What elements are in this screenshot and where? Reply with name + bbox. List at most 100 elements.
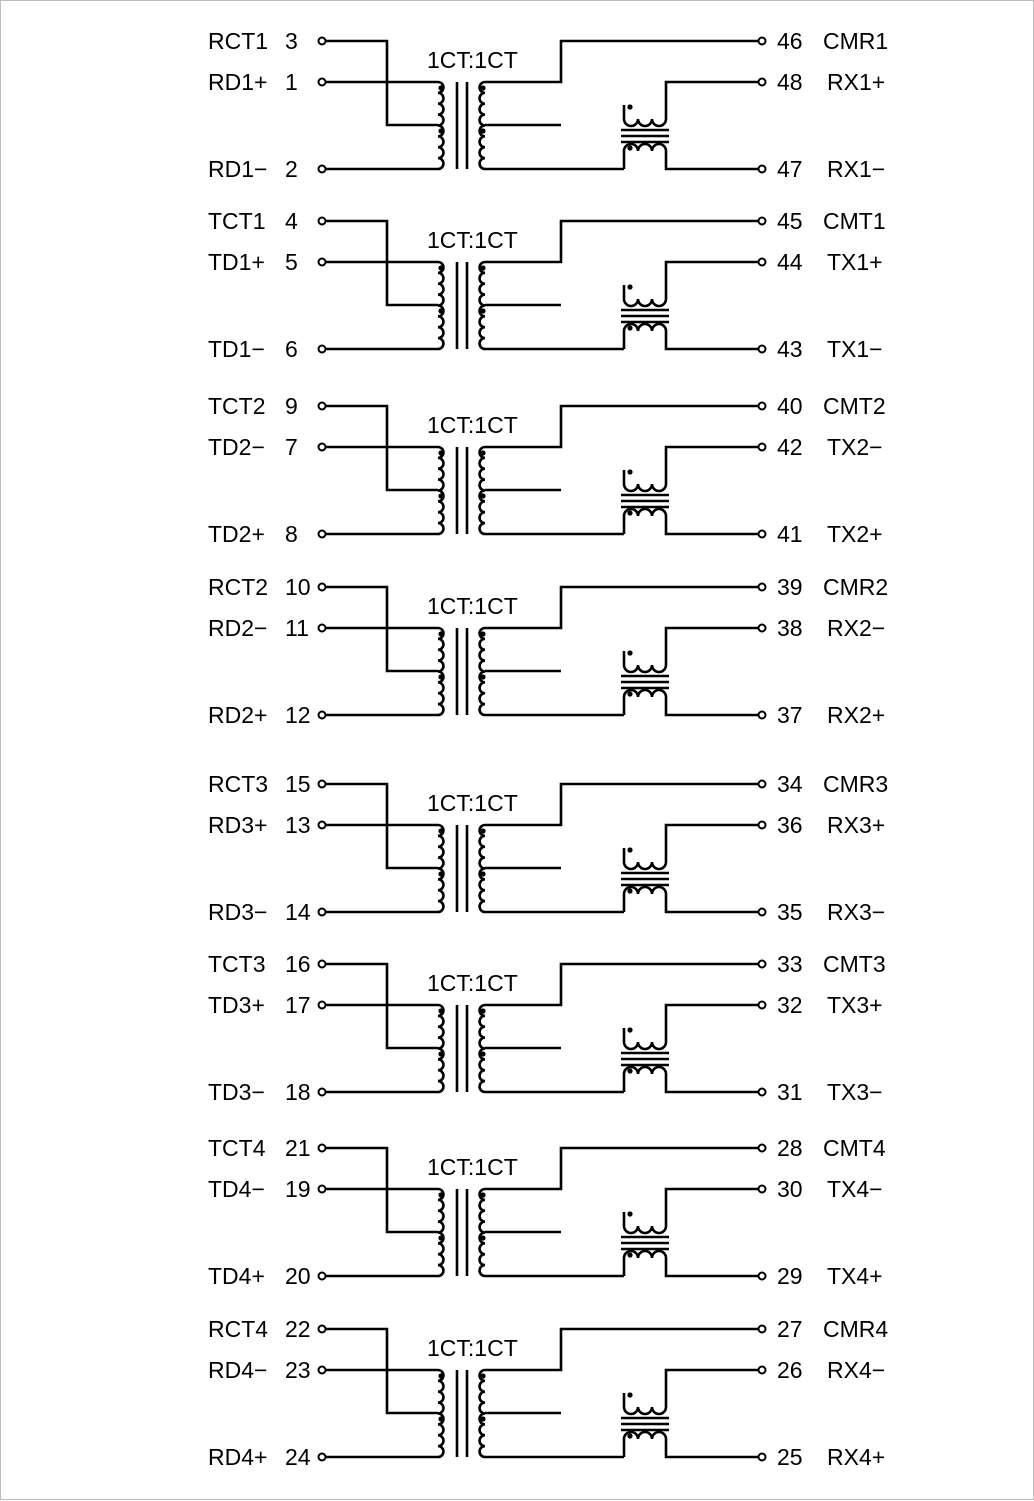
- block-8-right-pin-terminal-1: [757, 1324, 767, 1334]
- block-7-right-bot-name: TX4+: [827, 1263, 883, 1289]
- block-2-right-ct-wire-a: [485, 219, 759, 264]
- block-6-dot-primary-mid: [438, 1051, 444, 1057]
- block-4-right-mid-wire: [664, 626, 759, 665]
- block-5-dot-cmc-top: [627, 847, 633, 853]
- block-4-dot-secondary-top: [480, 631, 486, 637]
- block-8-right-bot-pin-number: 25: [777, 1444, 803, 1470]
- block-1-left-mid-name: RD1+: [208, 69, 267, 95]
- block-4-left-pin-terminal-1: [317, 582, 327, 592]
- block-8-cmc-top-winding: [622, 1406, 668, 1416]
- block-4-right-bot-name: RX2+: [827, 702, 885, 728]
- block-1-cmc-bottom-winding: [622, 142, 759, 171]
- block-7-right-bot-pin-number: 29: [777, 1263, 803, 1289]
- block-3-left-top-pin-number: 9: [285, 393, 298, 419]
- block-1-cmc-top-winding: [622, 118, 668, 128]
- block-8-cmc-bottom-winding: [622, 1430, 759, 1459]
- block-3-left-pin-terminal-1: [317, 401, 327, 411]
- block-2-right-pin-terminal-1: [757, 216, 767, 226]
- block-5-dot-secondary-mid: [480, 871, 486, 877]
- block-4-right-pin-terminal-2: [757, 623, 767, 633]
- block-2-right-pin-terminal-2: [757, 257, 767, 267]
- block-4-dot-secondary-mid: [480, 674, 486, 680]
- block-2-right-top-pin-number: 45: [777, 208, 803, 234]
- block-8-right-top-name: CMR4: [823, 1316, 888, 1342]
- block-4-left-pin-terminal-2: [317, 623, 327, 633]
- block-2-left-pin-terminal-1: [317, 216, 327, 226]
- block-2-dot-secondary-mid: [480, 308, 486, 314]
- block-3-ratio-label: 1CT:1CT: [427, 412, 518, 438]
- block-2-left-pin-terminal-2: [317, 257, 327, 267]
- block-3-dot-secondary-top: [480, 450, 486, 456]
- block-1-left-mid-pin-number: 1: [285, 69, 298, 95]
- block-4-right-top-name: CMR2: [823, 574, 888, 600]
- block-1-dot-primary-mid: [438, 128, 444, 134]
- block-8-dot-cmc-bottom: [627, 1433, 633, 1439]
- block-8-right-ct-wire-a: [485, 1327, 759, 1372]
- block-2-left-mid-name: TD1+: [208, 249, 265, 275]
- block-1-right-ct-wire-a: [485, 39, 759, 84]
- block-6-left-top-name: TCT3: [208, 951, 266, 977]
- block-4-left-bot-name: RD2+: [208, 702, 267, 728]
- block-2-dot-cmc-bottom: [627, 325, 633, 331]
- block-2-right-bot-pin-number: 43: [777, 336, 803, 362]
- block-2-cmc-top-winding: [622, 298, 668, 308]
- block-1-right-bot-name: RX1−: [827, 156, 885, 182]
- block-6-dot-primary-top: [438, 1008, 444, 1014]
- block-4-left-pin-terminal-3: [317, 710, 327, 720]
- block-6-right-bot-pin-number: 31: [777, 1079, 803, 1105]
- block-6-dot-cmc-bottom: [627, 1068, 633, 1074]
- block-6-left-bot-name: TD3−: [208, 1079, 265, 1105]
- block-5-primary-winding: [437, 823, 445, 914]
- block-8-right-bot-name: RX4+: [827, 1444, 885, 1470]
- block-5-right-bot-pin-number: 35: [777, 899, 803, 925]
- block-4-left-mid-name: RD2−: [208, 615, 267, 641]
- block-7-right-mid-pin-number: 30: [777, 1176, 803, 1202]
- block-8-left-bot-name: RD4+: [208, 1444, 267, 1470]
- block-7-dot-primary-mid: [438, 1235, 444, 1241]
- block-8-right-mid-wire: [664, 1368, 759, 1407]
- block-3-secondary-winding: [478, 445, 486, 536]
- block-6-left-top-pin-number: 16: [285, 951, 311, 977]
- block-8-right-pin-terminal-3: [757, 1452, 767, 1462]
- block-3-cmc-top-winding: [622, 483, 668, 493]
- block-3-dot-cmc-bottom: [627, 510, 633, 516]
- block-6-right-ct-wire-a: [485, 962, 759, 1007]
- block-8-right-top-pin-number: 27: [777, 1316, 803, 1342]
- block-3-dot-primary-mid: [438, 493, 444, 499]
- block-7-primary-winding: [437, 1187, 445, 1278]
- block-5-left-mid-name: RD3+: [208, 812, 267, 838]
- block-8-left-pin-terminal-1: [317, 1324, 327, 1334]
- block-7-ratio-label: 1CT:1CT: [427, 1154, 518, 1180]
- block-2-right-mid-name: TX1+: [827, 249, 883, 275]
- block-3-right-ct-wire-a: [485, 404, 759, 449]
- block-7-left-bot-pin-number: 20: [285, 1263, 311, 1289]
- block-5-right-pin-terminal-3: [757, 907, 767, 917]
- block-8-left-bot-pin-number: 24: [285, 1444, 311, 1470]
- block-8-right-mid-pin-number: 26: [777, 1357, 803, 1383]
- block-6-right-bot-name: TX3−: [827, 1079, 883, 1105]
- block-8-dot-secondary-top: [480, 1373, 486, 1379]
- block-2-dot-primary-mid: [438, 308, 444, 314]
- block-2-left-bot-pin-number: 6: [285, 336, 298, 362]
- block-5-cmc-bottom-winding: [622, 885, 759, 914]
- block-7-dot-secondary-mid: [480, 1235, 486, 1241]
- block-3-left-mid-name: TD2−: [208, 434, 265, 460]
- block-7-right-pin-terminal-3: [757, 1271, 767, 1281]
- block-7-secondary-winding: [478, 1187, 486, 1278]
- block-3-left-bot-pin-number: 8: [285, 521, 298, 547]
- block-6-right-top-pin-number: 33: [777, 951, 803, 977]
- block-6-ratio-label: 1CT:1CT: [427, 970, 518, 996]
- block-7-right-top-name: CMT4: [823, 1135, 886, 1161]
- block-1-left-pin-terminal-3: [317, 164, 327, 174]
- block-2-left-pin-terminal-3: [317, 344, 327, 354]
- block-2-secondary-winding: [478, 260, 486, 351]
- block-6-dot-cmc-top: [627, 1027, 633, 1033]
- block-7-left-pin-terminal-1: [317, 1143, 327, 1153]
- block-7-right-mid-name: TX4−: [827, 1176, 883, 1202]
- block-1-right-top-pin-number: 46: [777, 28, 803, 54]
- block-5-right-top-name: CMR3: [823, 771, 888, 797]
- block-7-dot-cmc-top: [627, 1211, 633, 1217]
- block-6-secondary-winding: [478, 1003, 486, 1094]
- block-8-dot-primary-mid: [438, 1416, 444, 1422]
